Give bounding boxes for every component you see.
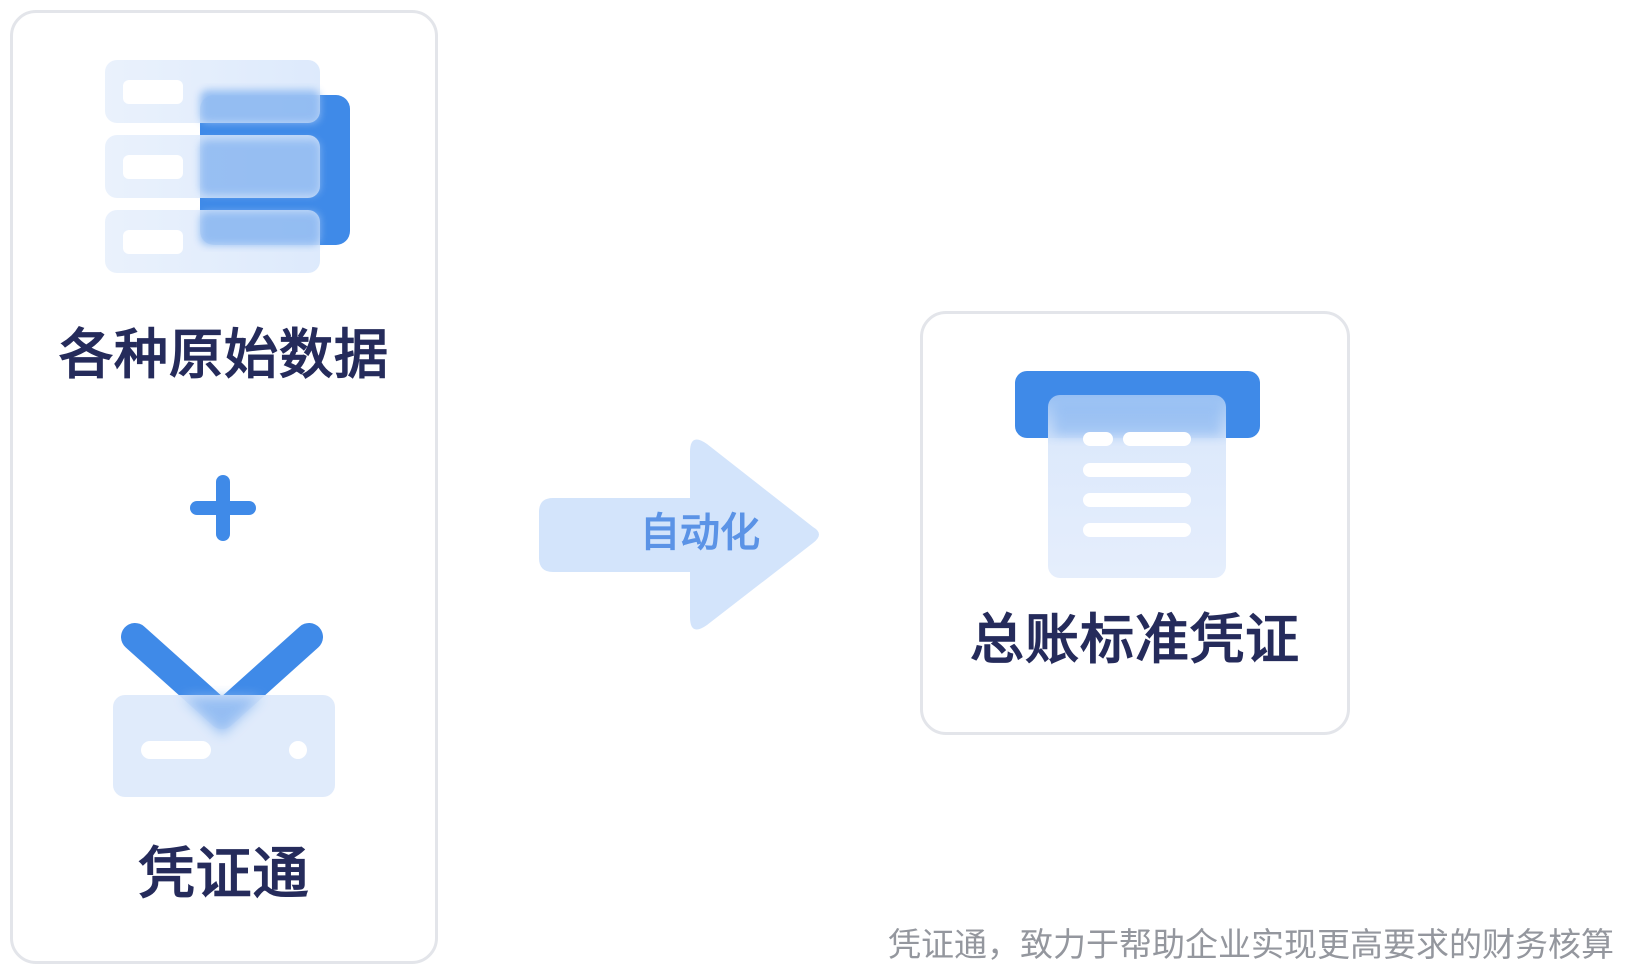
tagline: 凭证通，致力于帮助企业实现更高要求的财务核算: [888, 925, 1614, 964]
stacked-data-icon: [105, 60, 350, 273]
inbox-download-icon: [113, 623, 335, 797]
voucher-document-icon: [1015, 371, 1260, 578]
arrow-label: 自动化: [640, 510, 760, 556]
arrow-right-icon: [539, 439, 819, 630]
ledger-label: 总账标准凭证: [970, 608, 1300, 671]
pzt-label: 凭证通: [138, 842, 310, 907]
raw-data-label: 各种原始数据: [59, 323, 389, 386]
plus-icon: [190, 475, 256, 541]
